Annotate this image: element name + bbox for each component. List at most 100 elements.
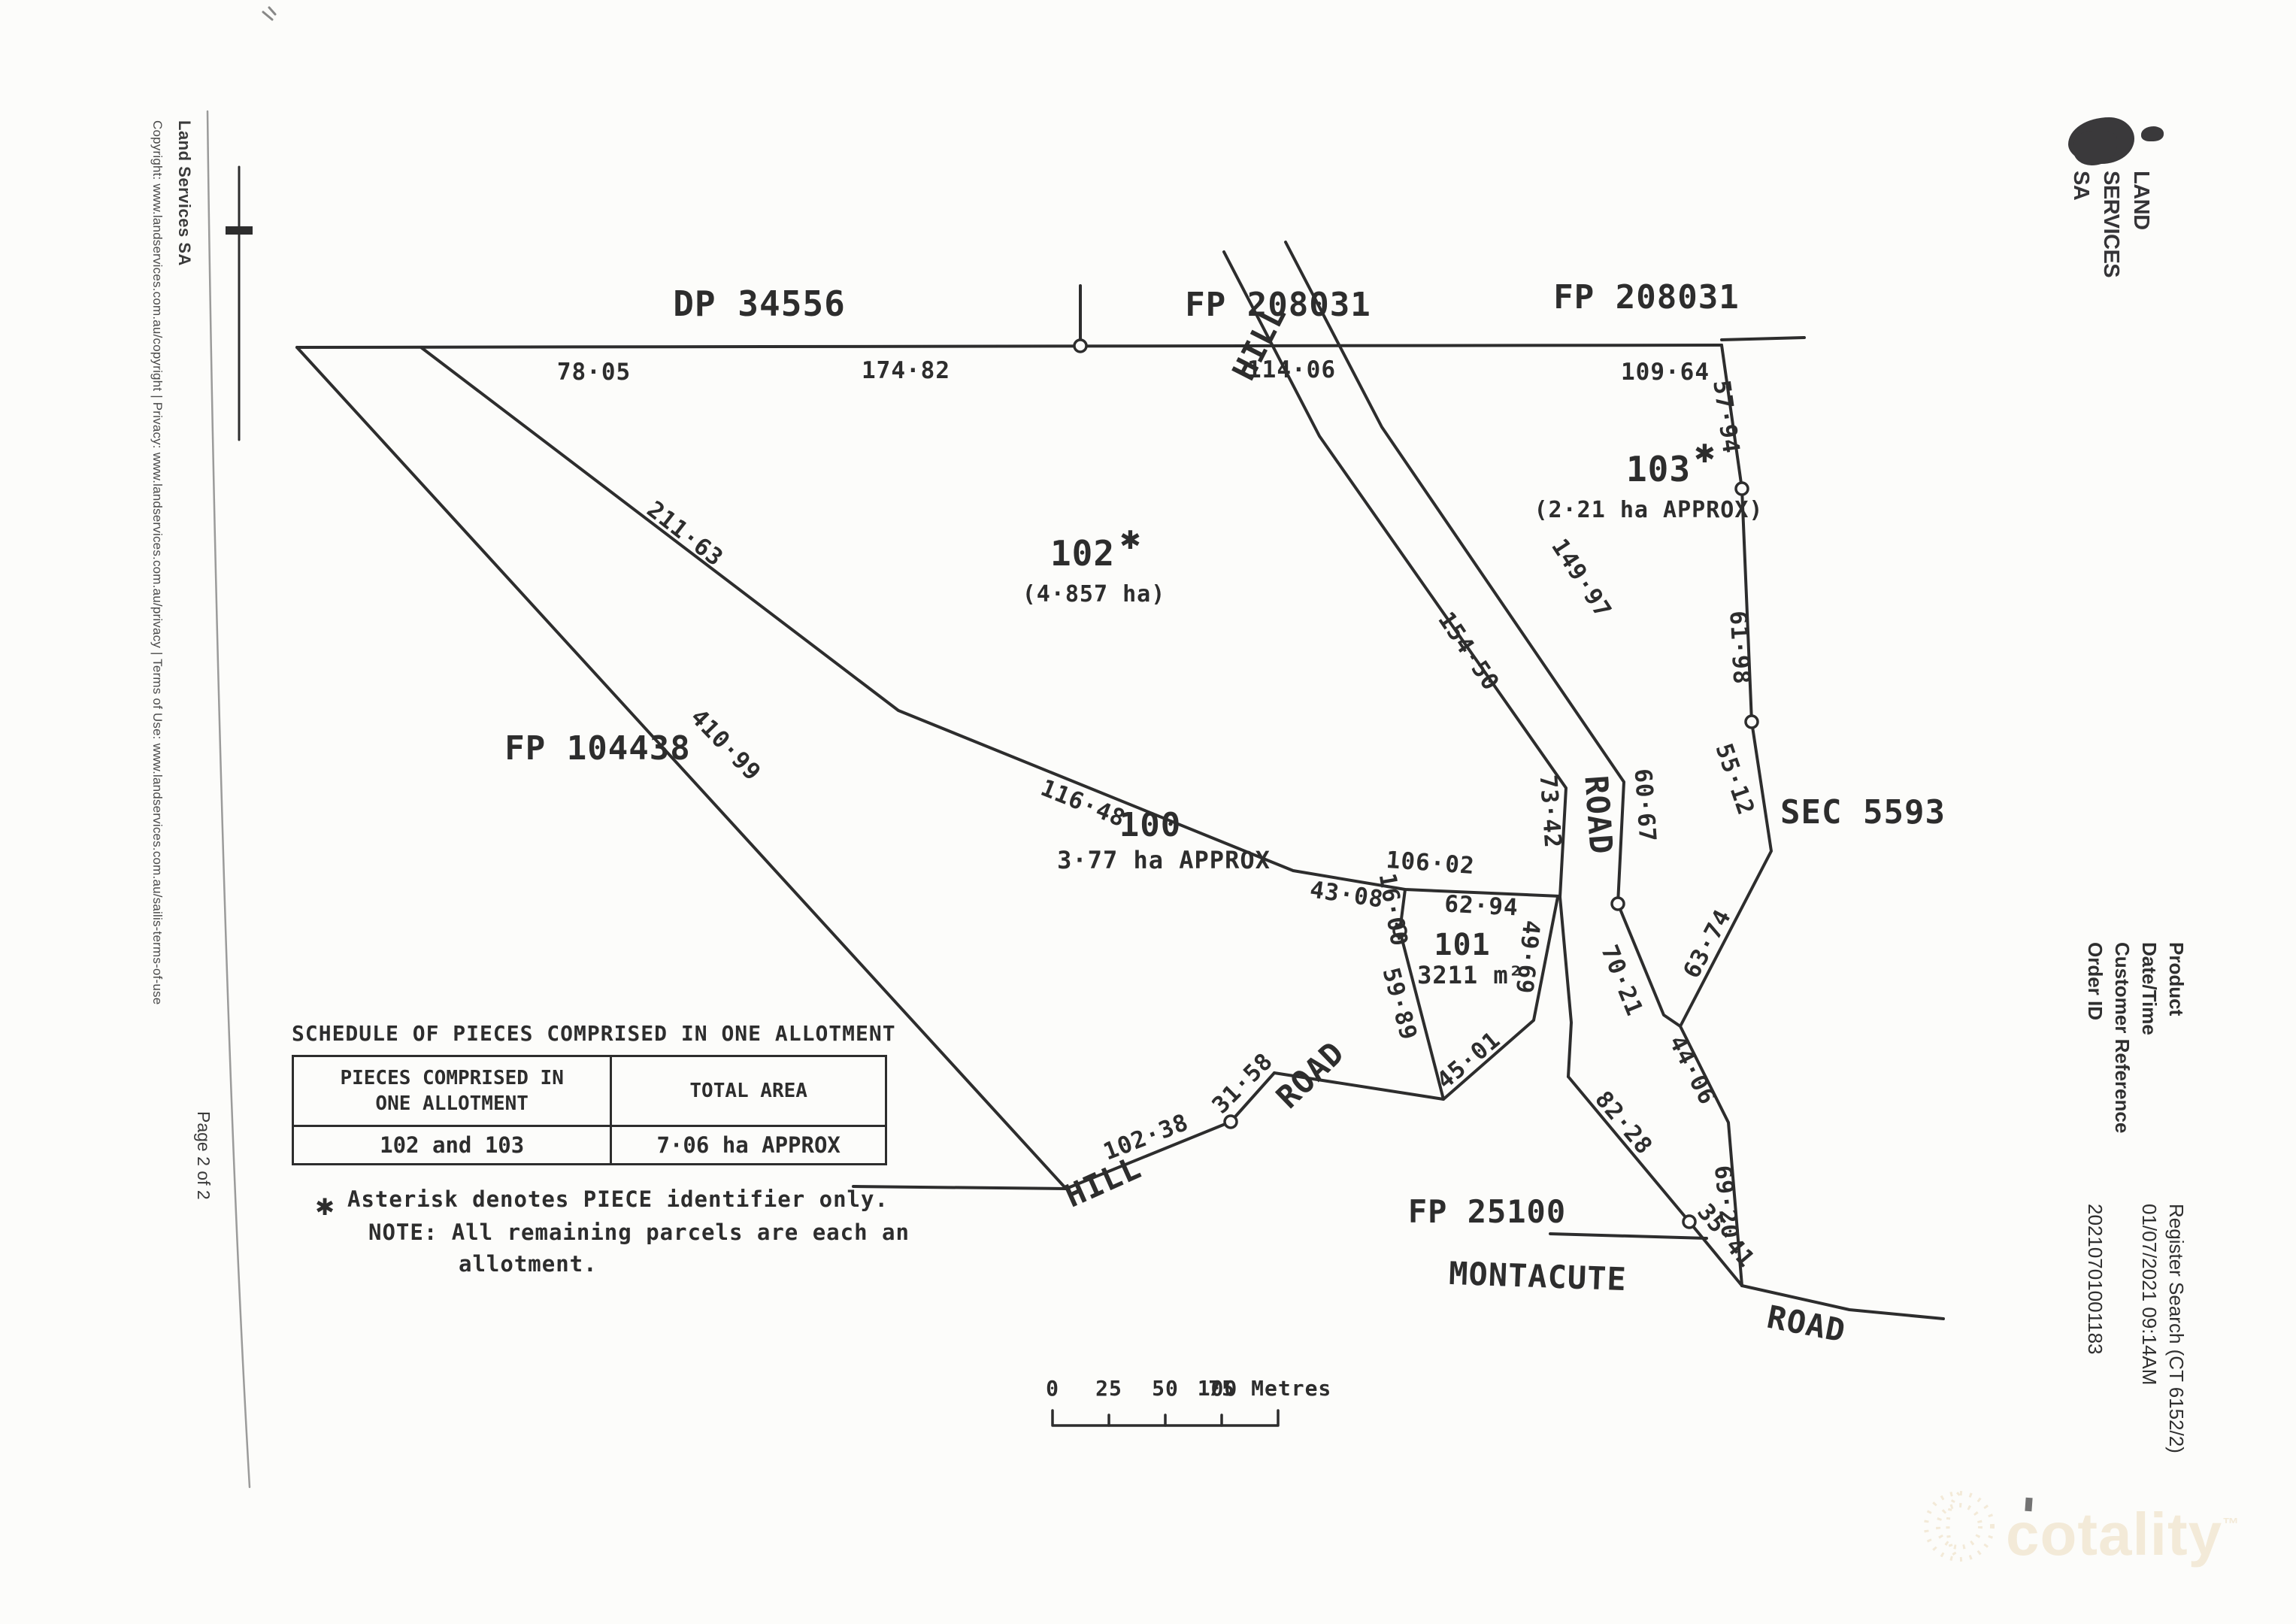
meta-value: Register Search (CT 6152/2) xyxy=(2165,1204,2188,1453)
plan-label: 100 xyxy=(1119,806,1181,844)
trademark-symbol: ™ xyxy=(2222,1514,2240,1533)
plan-label: 3·77 ha APPROX xyxy=(1057,846,1271,874)
measurement-label: 61·98 xyxy=(1724,610,1755,685)
right-margin-strip: LAND SERVICES SA ProductRegister Search … xyxy=(2058,105,2189,1481)
logo-text-line: LAND xyxy=(2129,171,2153,230)
plan-label: ROAD xyxy=(1577,774,1619,856)
measurement-label: 43·08 xyxy=(1308,876,1385,913)
note-line: NOTE: All remaining parcels are each an xyxy=(368,1220,910,1245)
meta-label: Product xyxy=(2165,942,2188,1017)
measurement-label: 116·48 xyxy=(1037,774,1129,833)
watermark-text: cotality™ xyxy=(2006,1501,2240,1568)
plan-label: FP 25100 xyxy=(1408,1193,1566,1230)
measurement-label: 154·50 xyxy=(1432,607,1504,695)
page-indicator: Page 2 of 2 xyxy=(194,1111,214,1200)
plan-label: DP 34556 xyxy=(673,283,846,324)
meta-label: Order ID xyxy=(2084,942,2107,1021)
land-services-logo-dot-icon xyxy=(2141,126,2164,141)
measurement-label: 70·21 xyxy=(1595,941,1648,1020)
measurement-label: 63·74 xyxy=(1678,904,1737,983)
schedule-header-line: PIECES COMPRISED IN xyxy=(340,1067,564,1089)
measurement-label: 60·67 xyxy=(1629,768,1661,844)
meta-row-order-id: Order ID 20210701001183 xyxy=(2079,942,2107,1453)
measurement-label: 78·05 xyxy=(557,359,631,386)
plan-label: (4·857 ha) xyxy=(1022,581,1166,607)
cotality-watermark: cotality™ xyxy=(1922,1483,2240,1576)
meta-value: 01/07/2021 09:14AM xyxy=(2138,1204,2161,1386)
plan-label: MONTACUTE xyxy=(1448,1255,1627,1298)
scan-fold-line xyxy=(206,110,251,1489)
road-fork-north-edge xyxy=(1273,1071,1445,1101)
scale-tick-label: 75 xyxy=(1208,1376,1235,1401)
montacute-road-south-edge xyxy=(1740,1284,1945,1320)
plan-label: FP 208031 xyxy=(1185,286,1371,324)
logo-text-line: SERVICES xyxy=(2099,171,2123,278)
globe-dots-icon xyxy=(1924,1491,1995,1562)
land-services-logo-text: LAND SERVICES SA xyxy=(2066,171,2156,277)
scale-bar: 0 25 50 75 100 Metres xyxy=(1046,1376,1332,1427)
measurement-label: 44·06 xyxy=(1664,1031,1722,1109)
note-line: Asterisk denotes PIECE identifier only. xyxy=(347,1186,889,1212)
meta-label: Date/Time xyxy=(2138,942,2161,1035)
schedule-header-line: ONE ALLOTMENT xyxy=(375,1092,529,1115)
copyright-text: Copyright: www.landservices.com.au/copyr… xyxy=(150,120,165,1005)
asterisk-note: ✱ Asterisk denotes PIECE identifier only… xyxy=(316,1186,910,1277)
measurement-label: 211·63 xyxy=(642,496,728,572)
meta-row-customer-reference: Customer Reference xyxy=(2107,942,2134,1453)
scan-speck xyxy=(2025,1497,2033,1512)
register-search-metadata: ProductRegister Search (CT 6152/2) Date/… xyxy=(2079,942,2188,1453)
meta-row-datetime: Date/Time 01/07/2021 09:14AM xyxy=(2134,942,2161,1453)
plan-label: FP 208031 xyxy=(1553,278,1739,317)
note-line: allotment. xyxy=(459,1251,598,1277)
measurement-label: 73·42 xyxy=(1534,774,1567,850)
schedule-title: SCHEDULE OF PIECES COMPRISED IN ONE ALLO… xyxy=(292,1021,896,1046)
meta-row-product: ProductRegister Search (CT 6152/2) xyxy=(2161,942,2188,1453)
top-boundary-stub xyxy=(1720,336,1806,341)
asterisk-icon: ✱ xyxy=(316,1188,335,1223)
east-boundary-chain xyxy=(1679,344,1773,1287)
plan-label: ✱ xyxy=(1695,432,1716,471)
parcel102-west-boundary xyxy=(420,346,1561,898)
measurement-label: 114·06 xyxy=(1247,356,1336,383)
plan-label: 3211 m² xyxy=(1417,961,1524,989)
plan-label: 102 xyxy=(1050,533,1115,574)
schedule-of-pieces: SCHEDULE OF PIECES COMPRISED IN ONE ALLO… xyxy=(291,1021,896,1165)
plan-label: SEC 5593 xyxy=(1780,793,1946,832)
measurement-label: 410·99 xyxy=(685,704,766,786)
scale-tick-label: 25 xyxy=(1095,1376,1122,1401)
meta-value: 20210701001183 xyxy=(2084,1204,2107,1355)
scale-end-label: 100 Metres xyxy=(1198,1376,1332,1401)
registration-mark xyxy=(226,165,253,441)
plan-label: 103 xyxy=(1626,449,1691,489)
schedule-table: PIECES COMPRISED IN ONE ALLOTMENT TOTAL … xyxy=(291,1055,887,1165)
survey-node-circles xyxy=(1073,338,1759,1229)
left-margin-strip: Land Services SA Copyright: www.landserv… xyxy=(150,120,194,1398)
schedule-header-col2: TOTAL AREA xyxy=(610,1055,887,1127)
meta-label: Customer Reference xyxy=(2111,942,2134,1134)
measurement-label: 149·97 xyxy=(1546,534,1616,623)
measurement-label: 59·89 xyxy=(1377,965,1422,1043)
plan-label: HILL xyxy=(1059,1149,1146,1215)
measurement-label: 55·12 xyxy=(1710,740,1759,819)
measurement-label: 174·82 xyxy=(862,357,950,384)
schedule-cell-pieces: 102 and 103 xyxy=(291,1125,613,1165)
logo-text-line: SA xyxy=(2069,171,2093,201)
left-brand-text: Land Services SA xyxy=(175,120,194,266)
west-boundary-line xyxy=(295,346,1068,1190)
measurement-label: 45·01 xyxy=(1431,1026,1505,1095)
hill-road-west-edge xyxy=(1222,250,1573,1078)
schedule-header-col1: PIECES COMPRISED IN ONE ALLOTMENT xyxy=(291,1055,613,1127)
scale-tick-label: 50 xyxy=(1152,1376,1179,1401)
measurement-label: 106·02 xyxy=(1386,847,1476,880)
scale-tick-label: 0 xyxy=(1046,1376,1059,1401)
plan-label: FP 104438 xyxy=(504,729,690,768)
hill-road-east-edge xyxy=(1284,241,1682,1028)
measurement-label: 109·64 xyxy=(1621,359,1710,386)
plan-label: ✱ xyxy=(1120,519,1141,557)
montacute-road-north-edge xyxy=(1549,1232,1708,1240)
measurement-label: 82·28 xyxy=(1589,1086,1658,1159)
scan-speck-top xyxy=(262,6,277,21)
plan-label: (2·21 ha APPROX) xyxy=(1534,497,1764,523)
